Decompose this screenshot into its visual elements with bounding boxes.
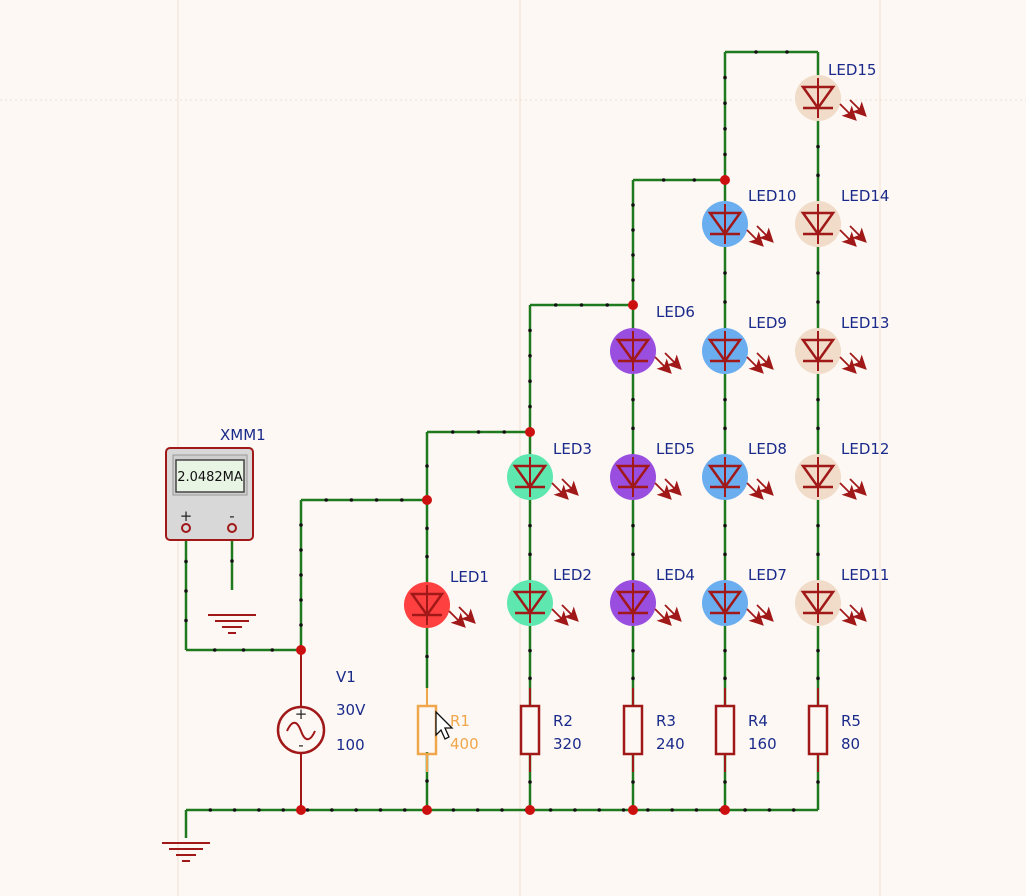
led-name: LED2 [553, 566, 592, 584]
ground-icon [208, 614, 256, 634]
meter-plus-terminal[interactable] [181, 523, 191, 533]
source-minus-label: - [298, 736, 303, 754]
led-led7[interactable]: LED7 [702, 566, 787, 626]
junction-dot [628, 805, 638, 815]
junctions [296, 175, 730, 815]
led-name: LED10 [748, 187, 796, 205]
resistor-value: 80 [841, 735, 860, 753]
junction-dot [296, 645, 306, 655]
led-name: LED11 [841, 566, 889, 584]
junction-dot [422, 495, 432, 505]
led-led13[interactable]: LED13 [795, 314, 889, 374]
meter-minus-label: - [229, 507, 234, 525]
resistor-icon [807, 704, 829, 756]
led-led15[interactable]: LED15 [795, 61, 876, 121]
led-led3[interactable]: LED3 [507, 440, 592, 500]
diode-icon [800, 590, 836, 616]
led-led1[interactable]: LED1 [404, 568, 489, 628]
led-name: LED13 [841, 314, 889, 332]
ground-icon [162, 842, 210, 862]
led-name: LED5 [656, 440, 695, 458]
diode-icon [800, 211, 836, 237]
diode-icon [707, 211, 743, 237]
led-name: LED12 [841, 440, 889, 458]
led-led4[interactable]: LED4 [610, 566, 695, 626]
resistor-value: 240 [656, 735, 685, 753]
led-led2[interactable]: LED2 [507, 566, 592, 626]
source-name: V1 [336, 668, 356, 686]
diode-icon [800, 338, 836, 364]
meter-display [175, 459, 245, 493]
junction-dot [720, 175, 730, 185]
led-name: LED15 [828, 61, 876, 79]
junction-dot [628, 300, 638, 310]
resistor-icon [519, 704, 541, 756]
diode-icon [707, 338, 743, 364]
diode-icon [615, 464, 651, 490]
resistor-icon [622, 704, 644, 756]
junction-dot [525, 427, 535, 437]
resistor-value: 160 [748, 735, 777, 753]
meter-reading: 2.0482MA [177, 470, 243, 485]
diode-icon [707, 464, 743, 490]
resistor-name: R3 [656, 712, 676, 730]
multimeter-xmm1[interactable]: 2.0482MA + - XMM1 [165, 426, 266, 541]
resistor-name: R5 [841, 712, 861, 730]
diode-icon [409, 592, 445, 618]
ac-source-v1[interactable]: + - V1 30V 100 [276, 651, 366, 810]
led-led14[interactable]: LED14 [795, 187, 889, 247]
led-name: LED4 [656, 566, 695, 584]
resistor-name: R1 [450, 712, 470, 730]
led-led10[interactable]: LED10 [702, 187, 796, 247]
multimeter-name: XMM1 [220, 426, 266, 444]
led-name: LED9 [748, 314, 787, 332]
diode-icon [707, 590, 743, 616]
diode-icon [615, 338, 651, 364]
led-led6[interactable]: LED6 [610, 303, 695, 374]
led-led12[interactable]: LED12 [795, 440, 889, 500]
resistor-value: 400 [450, 735, 479, 753]
resistor-icon [416, 704, 438, 756]
junction-dot [296, 805, 306, 815]
led-name: LED8 [748, 440, 787, 458]
diode-icon [800, 464, 836, 490]
diode-icon [512, 590, 548, 616]
led-name: LED7 [748, 566, 787, 584]
diode-icon [800, 85, 836, 111]
ground-symbols [162, 614, 256, 862]
source-voltage: 30V [336, 701, 366, 719]
led-name: LED6 [656, 303, 695, 321]
led-led5[interactable]: LED5 [610, 440, 695, 500]
source-value: 100 [336, 736, 365, 754]
meter-minus-terminal[interactable] [227, 523, 237, 533]
mouse-cursor-icon [435, 710, 454, 740]
led-led11[interactable]: LED11 [795, 566, 889, 626]
diode-icon [615, 590, 651, 616]
source-plus-label: + [295, 705, 308, 723]
diode-icon [512, 464, 548, 490]
resistor-name: R4 [748, 712, 768, 730]
resistor-value: 320 [553, 735, 582, 753]
junction-dot [422, 805, 432, 815]
led-led8[interactable]: LED8 [702, 440, 787, 500]
led-led9[interactable]: LED9 [702, 314, 787, 374]
led-name: LED3 [553, 440, 592, 458]
junction-dot [720, 805, 730, 815]
junction-dot [525, 805, 535, 815]
resistor-icon [714, 704, 736, 756]
led-name: LED14 [841, 187, 889, 205]
wires [184, 50, 820, 838]
led-name: LED1 [450, 568, 489, 586]
resistor-name: R2 [553, 712, 573, 730]
meter-plus-label: + [180, 507, 193, 525]
